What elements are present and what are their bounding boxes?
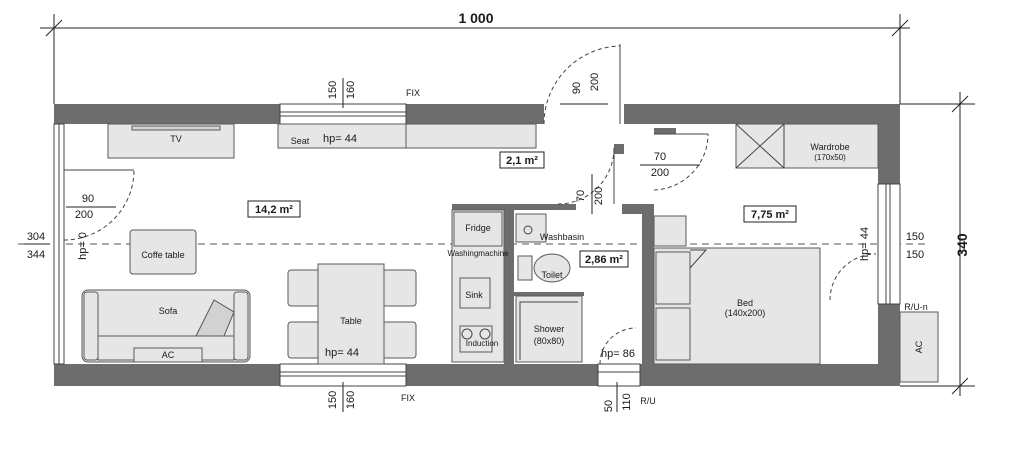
- tv-label: TV: [170, 134, 182, 144]
- wardrobe-size-label: (170x50): [814, 153, 846, 162]
- door-dim-200: 200: [589, 73, 601, 91]
- win-bot-160: 160: [345, 391, 357, 409]
- bed-door-dim-70: 70: [654, 151, 666, 163]
- shower-label: Shower: [534, 324, 565, 334]
- ru-right-label: R/U-n: [904, 302, 928, 312]
- bed-door-dim-200: 200: [651, 167, 669, 179]
- win-bath-50: 50: [603, 400, 615, 412]
- toilet-label: Toilet: [541, 270, 563, 280]
- sofa-cushions: [195, 299, 235, 337]
- seat-label: Seat: [291, 136, 310, 146]
- table-label: Table: [340, 316, 362, 326]
- hall-area: 2,1 m²: [506, 155, 538, 167]
- dining-table: [317, 263, 385, 365]
- fix-bottom-label: FIX: [401, 393, 415, 403]
- induction-label: Induction: [466, 339, 498, 348]
- living-area: 14,2 m²: [255, 204, 293, 216]
- tv-screen: [131, 125, 221, 131]
- table-hp: hp= 44: [325, 347, 359, 359]
- left-door-dim-90: 90: [82, 193, 94, 205]
- walls: [54, 104, 900, 386]
- toilet-tank: [517, 255, 533, 281]
- top-dimension: 1 000: [40, 10, 910, 104]
- opening-dims: 90 200 70 200 70 200 90 200 150 160 150 …: [66, 73, 928, 412]
- right-dimension: 340: [900, 92, 975, 396]
- pillow-top: [655, 251, 691, 305]
- bed-size-label: (140x200): [725, 308, 766, 318]
- seat-extension: [405, 123, 537, 149]
- seat-hp: hp= 44: [323, 133, 357, 145]
- doors: [63, 44, 877, 365]
- sink-label: Sink: [465, 290, 483, 300]
- win-bot-150: 150: [327, 391, 339, 409]
- washbasin: [515, 213, 547, 243]
- win-bath-110: 110: [621, 393, 633, 411]
- bed-label: Bed: [737, 298, 753, 308]
- wardrobe: [735, 123, 879, 169]
- toilet-bowl: [533, 253, 571, 283]
- bath-hp: hp= 86: [601, 348, 635, 360]
- pillow-bottom: [655, 307, 691, 361]
- right-dim-150a: 150: [906, 231, 924, 243]
- fridge: [453, 211, 503, 247]
- bed-hp: hp= 44: [859, 227, 871, 261]
- door-dim-90: 90: [571, 82, 583, 94]
- left-dim-344: 344: [27, 249, 45, 261]
- total-depth-label: 340: [954, 233, 970, 257]
- bathroom: Washbasin Toilet Shower (80x80) hp= 86: [515, 213, 635, 363]
- kitchen: Fridge Washingmachine Sink Induction: [447, 209, 509, 363]
- win-top-150: 150: [327, 81, 339, 99]
- window-bedroom: [877, 183, 901, 305]
- shower-size-label: (80x80): [534, 336, 565, 346]
- win-top-160: 160: [345, 81, 357, 99]
- washbasin-label: Washbasin: [540, 232, 584, 242]
- bath-door-dim-70: 70: [575, 190, 587, 202]
- window-bath: [597, 363, 641, 387]
- ac-living: [133, 347, 203, 363]
- bedroom-area: 7,75 m²: [751, 209, 789, 221]
- ac-outdoor: [899, 311, 939, 383]
- left-door-dim-200: 200: [75, 209, 93, 221]
- left-dim-304: 304: [27, 231, 45, 243]
- shower: [515, 295, 583, 363]
- fridge-label: Fridge: [465, 223, 491, 233]
- ac-living-label: AC: [162, 350, 175, 360]
- bath-door-dim-200: 200: [593, 187, 605, 205]
- coffee-table-label: Coffe table: [141, 250, 184, 260]
- sofa-label: Sofa: [159, 306, 178, 316]
- ru-bottom-label: R/U: [640, 396, 656, 406]
- room-areas: 14,2 m² 2,1 m² 2,86 m² 7,75 m²: [247, 151, 797, 268]
- right-dim-150b: 150: [906, 249, 924, 261]
- left-hp: hp= 0: [77, 232, 89, 260]
- ac-outdoor-label: AC: [914, 340, 924, 353]
- fix-top-label: FIX: [406, 88, 420, 98]
- bathroom-area: 2,86 m²: [585, 254, 623, 266]
- nightstand-top: [653, 215, 687, 247]
- coffee-table: [129, 229, 197, 275]
- living-room: TV Seat hp= 44 Coffe table Sofa AC Table…: [77, 123, 537, 365]
- wardrobe-label: Wardrobe: [810, 142, 849, 152]
- bedroom: Wardrobe (170x50) Bed (140x200) hp= 44: [653, 123, 879, 365]
- washingmachine-label: Washingmachine: [447, 249, 509, 258]
- total-width-label: 1 000: [458, 10, 493, 26]
- sink: [459, 277, 491, 309]
